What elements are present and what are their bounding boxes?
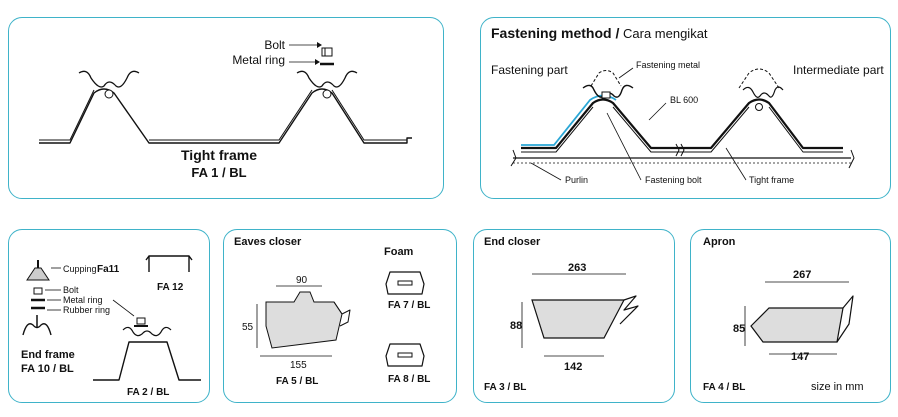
apron-dim-top: 267	[793, 269, 811, 281]
foam-fa8-shape	[385, 343, 425, 367]
end-frame-panel: Cupping Fa11 Bolt Metal ring Rubber ring…	[8, 229, 210, 403]
end-frame-code: FA 10 / BL	[21, 363, 74, 375]
end-closer-panel: End closer 263 88 142 FA 3 / BL	[473, 229, 675, 403]
eaves-closer-diagram: Eaves closer 90 55 155 FA 5 / BL Foam FA…	[234, 236, 430, 387]
end-frame-metal-ring-label: Metal ring	[63, 295, 103, 305]
rubber-ring-label: Rubber ring	[63, 305, 110, 315]
fastening-part-label: Fastening part	[491, 63, 568, 77]
fa3-label: FA 3 / BL	[484, 382, 526, 393]
fa5-label: FA 5 / BL	[276, 376, 318, 387]
bl600-label: BL 600	[670, 95, 698, 105]
apron-diagram: Apron 267 85 147 FA 4 / BL size in mm	[703, 236, 864, 393]
end-closer-dim-side: 88	[510, 320, 522, 332]
fastening-title-normal: Cara mengikat	[623, 26, 708, 41]
eaves-dim-top: 90	[296, 275, 308, 286]
end-frame-title: End frame	[21, 349, 75, 361]
purlin-label: Purlin	[565, 175, 588, 185]
apron-dim-bottom: 147	[791, 351, 809, 363]
bl600-sheet	[521, 98, 843, 150]
end-closer-diagram: End closer 263 88 142 FA 3 / BL	[484, 236, 639, 393]
fastening-clip-right	[296, 70, 358, 88]
eaves-closer-panel: Eaves closer 90 55 155 FA 5 / BL Foam FA…	[223, 229, 457, 403]
fa7-label: FA 7 / BL	[388, 300, 430, 311]
metal-ring-label: Metal ring	[232, 53, 285, 67]
fastening-metal-label: Fastening metal	[636, 60, 700, 70]
fastening-bolt-label: Fastening bolt	[645, 175, 702, 185]
fa12-label: FA 12	[157, 282, 184, 293]
apron-dim-side: 85	[733, 323, 745, 335]
bolt-label: Bolt	[264, 38, 285, 52]
end-frame-bolt-label: Bolt	[63, 285, 79, 295]
bolt-icon	[321, 47, 333, 57]
tight-frame-panel: Bolt Metal ring Tight frame FA 1 / BL	[8, 17, 444, 199]
end-closer-shape	[531, 299, 625, 339]
tight-frame-profile	[39, 88, 412, 144]
intermediate-part-label: Intermediate part	[793, 63, 884, 77]
cupping-code: Fa11	[97, 264, 120, 275]
end-closer-dim-bottom: 142	[564, 361, 582, 373]
eaves-closer-shape	[265, 291, 343, 349]
tight-frame-title: Tight frame	[181, 147, 257, 163]
apron-title: Apron	[703, 236, 736, 248]
end-closer-title: End closer	[484, 236, 541, 248]
cupping-label: Cupping	[63, 264, 97, 274]
fa8-label: FA 8 / BL	[388, 374, 430, 385]
cupping-icon	[26, 267, 50, 281]
fa4-label: FA 4 / BL	[703, 382, 745, 393]
foam-fa7-shape	[385, 271, 425, 295]
fastening-title: Fastening method /	[491, 25, 619, 41]
apron-shape	[750, 307, 844, 343]
size-note: size in mm	[811, 381, 864, 393]
end-frame-bolt-icon	[33, 287, 43, 295]
end-closer-dim-top: 263	[568, 262, 586, 274]
tight-frame-code: FA 1 / BL	[191, 165, 246, 180]
eaves-closer-title: Eaves closer	[234, 236, 302, 248]
eaves-dim-side: 55	[242, 322, 254, 333]
tight-frame-diagram: Bolt Metal ring Tight frame FA 1 / BL	[39, 38, 412, 180]
fastening-clip-left	[78, 70, 140, 88]
eaves-dim-bottom: 155	[290, 360, 307, 371]
foam-title: Foam	[384, 246, 414, 258]
fastening-method-diagram: Fastening method / Cara mengikat Fasteni…	[491, 25, 884, 185]
fa2-label: FA 2 / BL	[127, 387, 169, 398]
end-frame-diagram: Cupping Fa11 Bolt Metal ring Rubber ring…	[21, 255, 201, 398]
fastening-method-panel: Fastening method / Cara mengikat Fasteni…	[480, 17, 891, 199]
fa2-profile	[93, 341, 201, 381]
tight-frame-label: Tight frame	[749, 175, 794, 185]
blue-overlap-sheet	[521, 94, 617, 146]
fa12-bracket	[145, 255, 193, 272]
apron-panel: Apron 267 85 147 FA 4 / BL size in mm	[690, 229, 891, 403]
